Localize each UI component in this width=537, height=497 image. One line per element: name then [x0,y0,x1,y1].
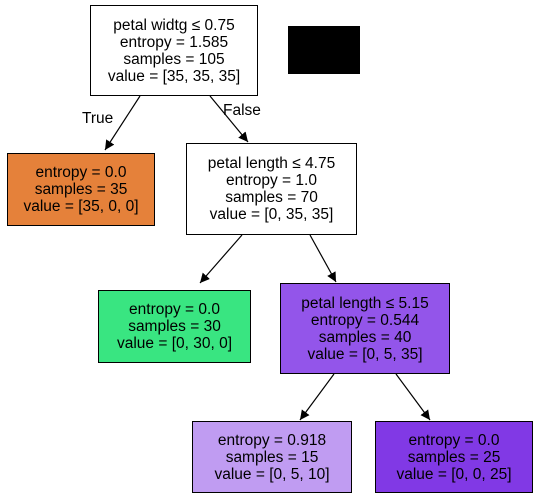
node-left2-line-3: value = [0, 30, 0] [116,335,233,352]
node-left3-line-2: samples = 15 [225,448,319,466]
redaction-block [288,26,360,74]
edge-right1-left2 [199,234,243,284]
node-right2-line-3: samples = 40 [318,328,412,346]
node-right1-line-3: samples = 70 [225,189,318,206]
node-left2-line-1: entropy = 0.0 [129,301,220,318]
edge-right2-right3 [395,373,431,421]
node-left2: entropy = 0.0 samples = 30 value = [0, 3… [98,290,251,363]
node-right1-line-1: petal length ≤ 4.75 [207,155,336,172]
edge-root-right1 [209,95,249,143]
node-right2-line-1: petal length ≤ 5.15 [301,294,429,312]
node-right3-line-2: samples = 25 [407,448,501,466]
node-root-line-2: entropy = 1.585 [119,33,229,51]
node-left3-line-3: value = [0, 5, 10] [214,465,330,483]
node-right2: petal length ≤ 5.15 entropy = 0.544 samp… [280,283,450,374]
node-right3-line-1: entropy = 0.0 [408,431,500,449]
node-left1-line-3: value = [35, 0, 0] [23,198,139,215]
node-right3: entropy = 0.0 samples = 25 value = [0, 0… [375,421,533,493]
node-right2-line-2: entropy = 0.544 [310,311,420,329]
edge-root-left1 [104,95,141,151]
node-root-line-4: value = [35, 35, 35] [107,67,241,85]
node-left3: entropy = 0.918 samples = 15 value = [0,… [192,421,352,493]
edge-right1-right2 [309,234,337,283]
node-root: petal widtg ≤ 0.75 entropy = 1.585 sampl… [90,5,258,96]
node-root-line-3: samples = 105 [123,50,225,68]
edge-right2-left3 [299,373,335,421]
node-left2-line-2: samples = 30 [128,318,221,335]
node-right1-line-4: value = [0, 35, 35] [209,206,334,223]
node-right2-line-4: value = [0, 5, 35] [307,345,423,363]
node-left3-line-1: entropy = 0.918 [217,431,327,449]
edge-label-true: True [82,110,114,127]
node-left1: entropy = 0.0 samples = 35 value = [35, … [7,153,155,226]
node-left1-line-1: entropy = 0.0 [35,164,127,181]
node-right1-line-2: entropy = 1.0 [226,172,317,189]
node-right1: petal length ≤ 4.75 entropy = 1.0 sample… [186,143,357,235]
edge-label-false: False [223,102,261,119]
node-left1-line-2: samples = 35 [34,181,128,198]
node-right3-line-3: value = [0, 0, 25] [396,465,512,483]
node-root-line-1: petal widtg ≤ 0.75 [113,16,235,34]
